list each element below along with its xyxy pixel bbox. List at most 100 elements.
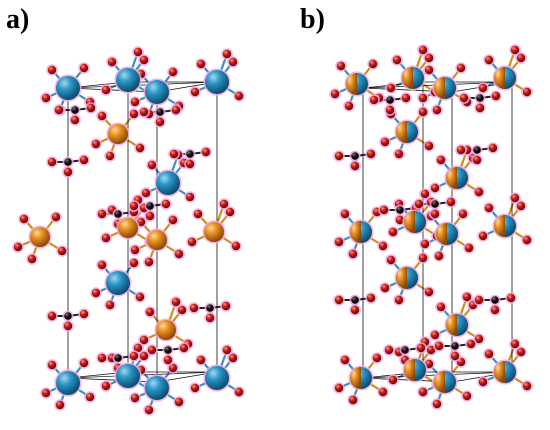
oxygen-atom-icon xyxy=(46,64,58,76)
oxygen-atom-icon xyxy=(415,342,427,354)
oxygen-atom-icon xyxy=(387,226,399,238)
oxygen-atom-icon xyxy=(96,352,108,364)
oxygen-atom-icon xyxy=(347,248,359,260)
oxygen-atom-icon xyxy=(167,214,179,226)
oxygen-atom-icon xyxy=(195,58,207,70)
mixed-occupancy-atom-icon xyxy=(492,65,518,91)
oxygen-atom-icon xyxy=(417,92,429,104)
mixed-occupancy-atom-icon xyxy=(394,265,420,291)
oxygen-atom-icon xyxy=(455,144,467,156)
blue-metal-atom-icon xyxy=(154,169,182,197)
carbon-atom-icon xyxy=(204,302,216,314)
carbon-atom-icon xyxy=(474,92,486,104)
oxygen-atom-icon xyxy=(224,206,236,218)
unit-cell-edge xyxy=(67,81,218,89)
oxygen-atom-icon xyxy=(128,200,140,212)
oxygen-atom-icon xyxy=(483,348,495,360)
oxygen-atom-icon xyxy=(387,374,399,386)
oxygen-atom-icon xyxy=(378,204,390,216)
mixed-occupancy-atom-icon xyxy=(432,75,458,101)
oxygen-atom-icon xyxy=(333,294,345,306)
oxygen-atom-icon xyxy=(509,192,521,204)
oxygen-atom-icon xyxy=(162,354,174,366)
oxygen-atom-icon xyxy=(433,250,445,262)
mixed-occupancy-atom-icon xyxy=(432,369,458,395)
carbon-atom-icon xyxy=(349,294,361,306)
oxygen-atom-icon xyxy=(343,100,355,112)
oxygen-atom-icon xyxy=(138,334,150,346)
oxygen-atom-icon xyxy=(333,236,345,248)
oxygen-atom-icon xyxy=(233,386,245,398)
oxygen-atom-icon xyxy=(433,340,445,352)
blue-metal-atom-icon xyxy=(114,66,142,94)
oxygen-atom-icon xyxy=(379,136,391,148)
oxygen-atom-icon xyxy=(184,191,196,203)
mixed-occupancy-atom-icon xyxy=(344,71,370,97)
mixed-occupancy-atom-icon xyxy=(348,219,374,245)
oxygen-atom-icon xyxy=(521,234,533,246)
oxygen-atom-icon xyxy=(26,253,38,265)
oxygen-atom-icon xyxy=(431,104,443,116)
blue-metal-atom-icon xyxy=(54,369,82,397)
carbon-atom-icon xyxy=(471,144,483,156)
oxygen-atom-icon xyxy=(46,310,58,322)
oxygen-atom-icon xyxy=(69,114,81,126)
oxygen-atom-icon xyxy=(12,241,24,253)
blue-metal-atom-icon xyxy=(54,74,82,102)
mixed-occupancy-atom-icon xyxy=(402,357,428,383)
oxygen-atom-icon xyxy=(391,54,403,66)
oxygen-atom-icon xyxy=(54,399,66,411)
oxygen-atom-icon xyxy=(173,248,185,260)
oxygen-atom-icon xyxy=(423,52,435,64)
oxygen-atom-icon xyxy=(186,236,198,248)
oxygen-atom-icon xyxy=(458,92,470,104)
oxygen-atom-icon xyxy=(515,52,527,64)
oxygen-atom-icon xyxy=(154,116,166,128)
carbon-atom-icon xyxy=(62,310,74,322)
carbon-atom-icon xyxy=(144,200,156,212)
mixed-occupancy-atom-icon xyxy=(434,221,460,247)
oxygen-atom-icon xyxy=(461,291,473,303)
oxygen-atom-icon xyxy=(170,296,182,308)
oxygen-atom-icon xyxy=(474,102,486,114)
oxygen-atom-icon xyxy=(146,159,158,171)
oxygen-atom-icon xyxy=(379,282,391,294)
oxygen-atom-icon xyxy=(349,160,361,172)
oxygen-atom-icon xyxy=(221,344,233,356)
oxygen-atom-icon xyxy=(204,312,216,324)
oxygen-atom-icon xyxy=(84,391,96,403)
oxygen-atom-icon xyxy=(40,92,52,104)
oxygen-atom-icon xyxy=(128,108,140,120)
carbon-atom-icon xyxy=(162,344,174,356)
oxygen-atom-icon xyxy=(227,56,239,68)
oxygen-atom-icon xyxy=(431,398,443,410)
orange-metal-atom-icon xyxy=(154,318,178,342)
oxygen-atom-icon xyxy=(138,54,150,66)
carbon-atom-icon xyxy=(429,198,441,210)
oxygen-atom-icon xyxy=(50,211,62,223)
mixed-occupancy-atom-icon xyxy=(394,119,420,145)
oxygen-atom-icon xyxy=(471,154,483,166)
orange-metal-atom-icon xyxy=(28,225,52,249)
oxygen-atom-icon xyxy=(227,352,239,364)
oxygen-atom-icon xyxy=(96,259,108,271)
blue-metal-atom-icon xyxy=(143,78,171,106)
oxygen-atom-icon xyxy=(106,56,118,68)
oxygen-atom-icon xyxy=(417,252,429,264)
oxygen-atom-icon xyxy=(509,338,521,350)
oxygen-atom-icon xyxy=(335,60,347,72)
oxygen-atom-icon xyxy=(192,208,204,220)
oxygen-atom-icon xyxy=(449,350,461,362)
oxygen-atom-icon xyxy=(521,86,533,98)
oxygen-atom-icon xyxy=(96,208,108,220)
oxygen-atom-icon xyxy=(129,392,141,404)
oxygen-atom-icon xyxy=(178,342,190,354)
oxygen-atom-icon xyxy=(104,299,116,311)
mixed-occupancy-atom-icon xyxy=(444,312,470,338)
oxygen-atom-icon xyxy=(465,338,477,350)
oxygen-atom-icon xyxy=(347,394,359,406)
oxygen-atom-icon xyxy=(146,344,158,356)
oxygen-atom-icon xyxy=(188,302,200,314)
oxygen-atom-icon xyxy=(435,301,447,313)
